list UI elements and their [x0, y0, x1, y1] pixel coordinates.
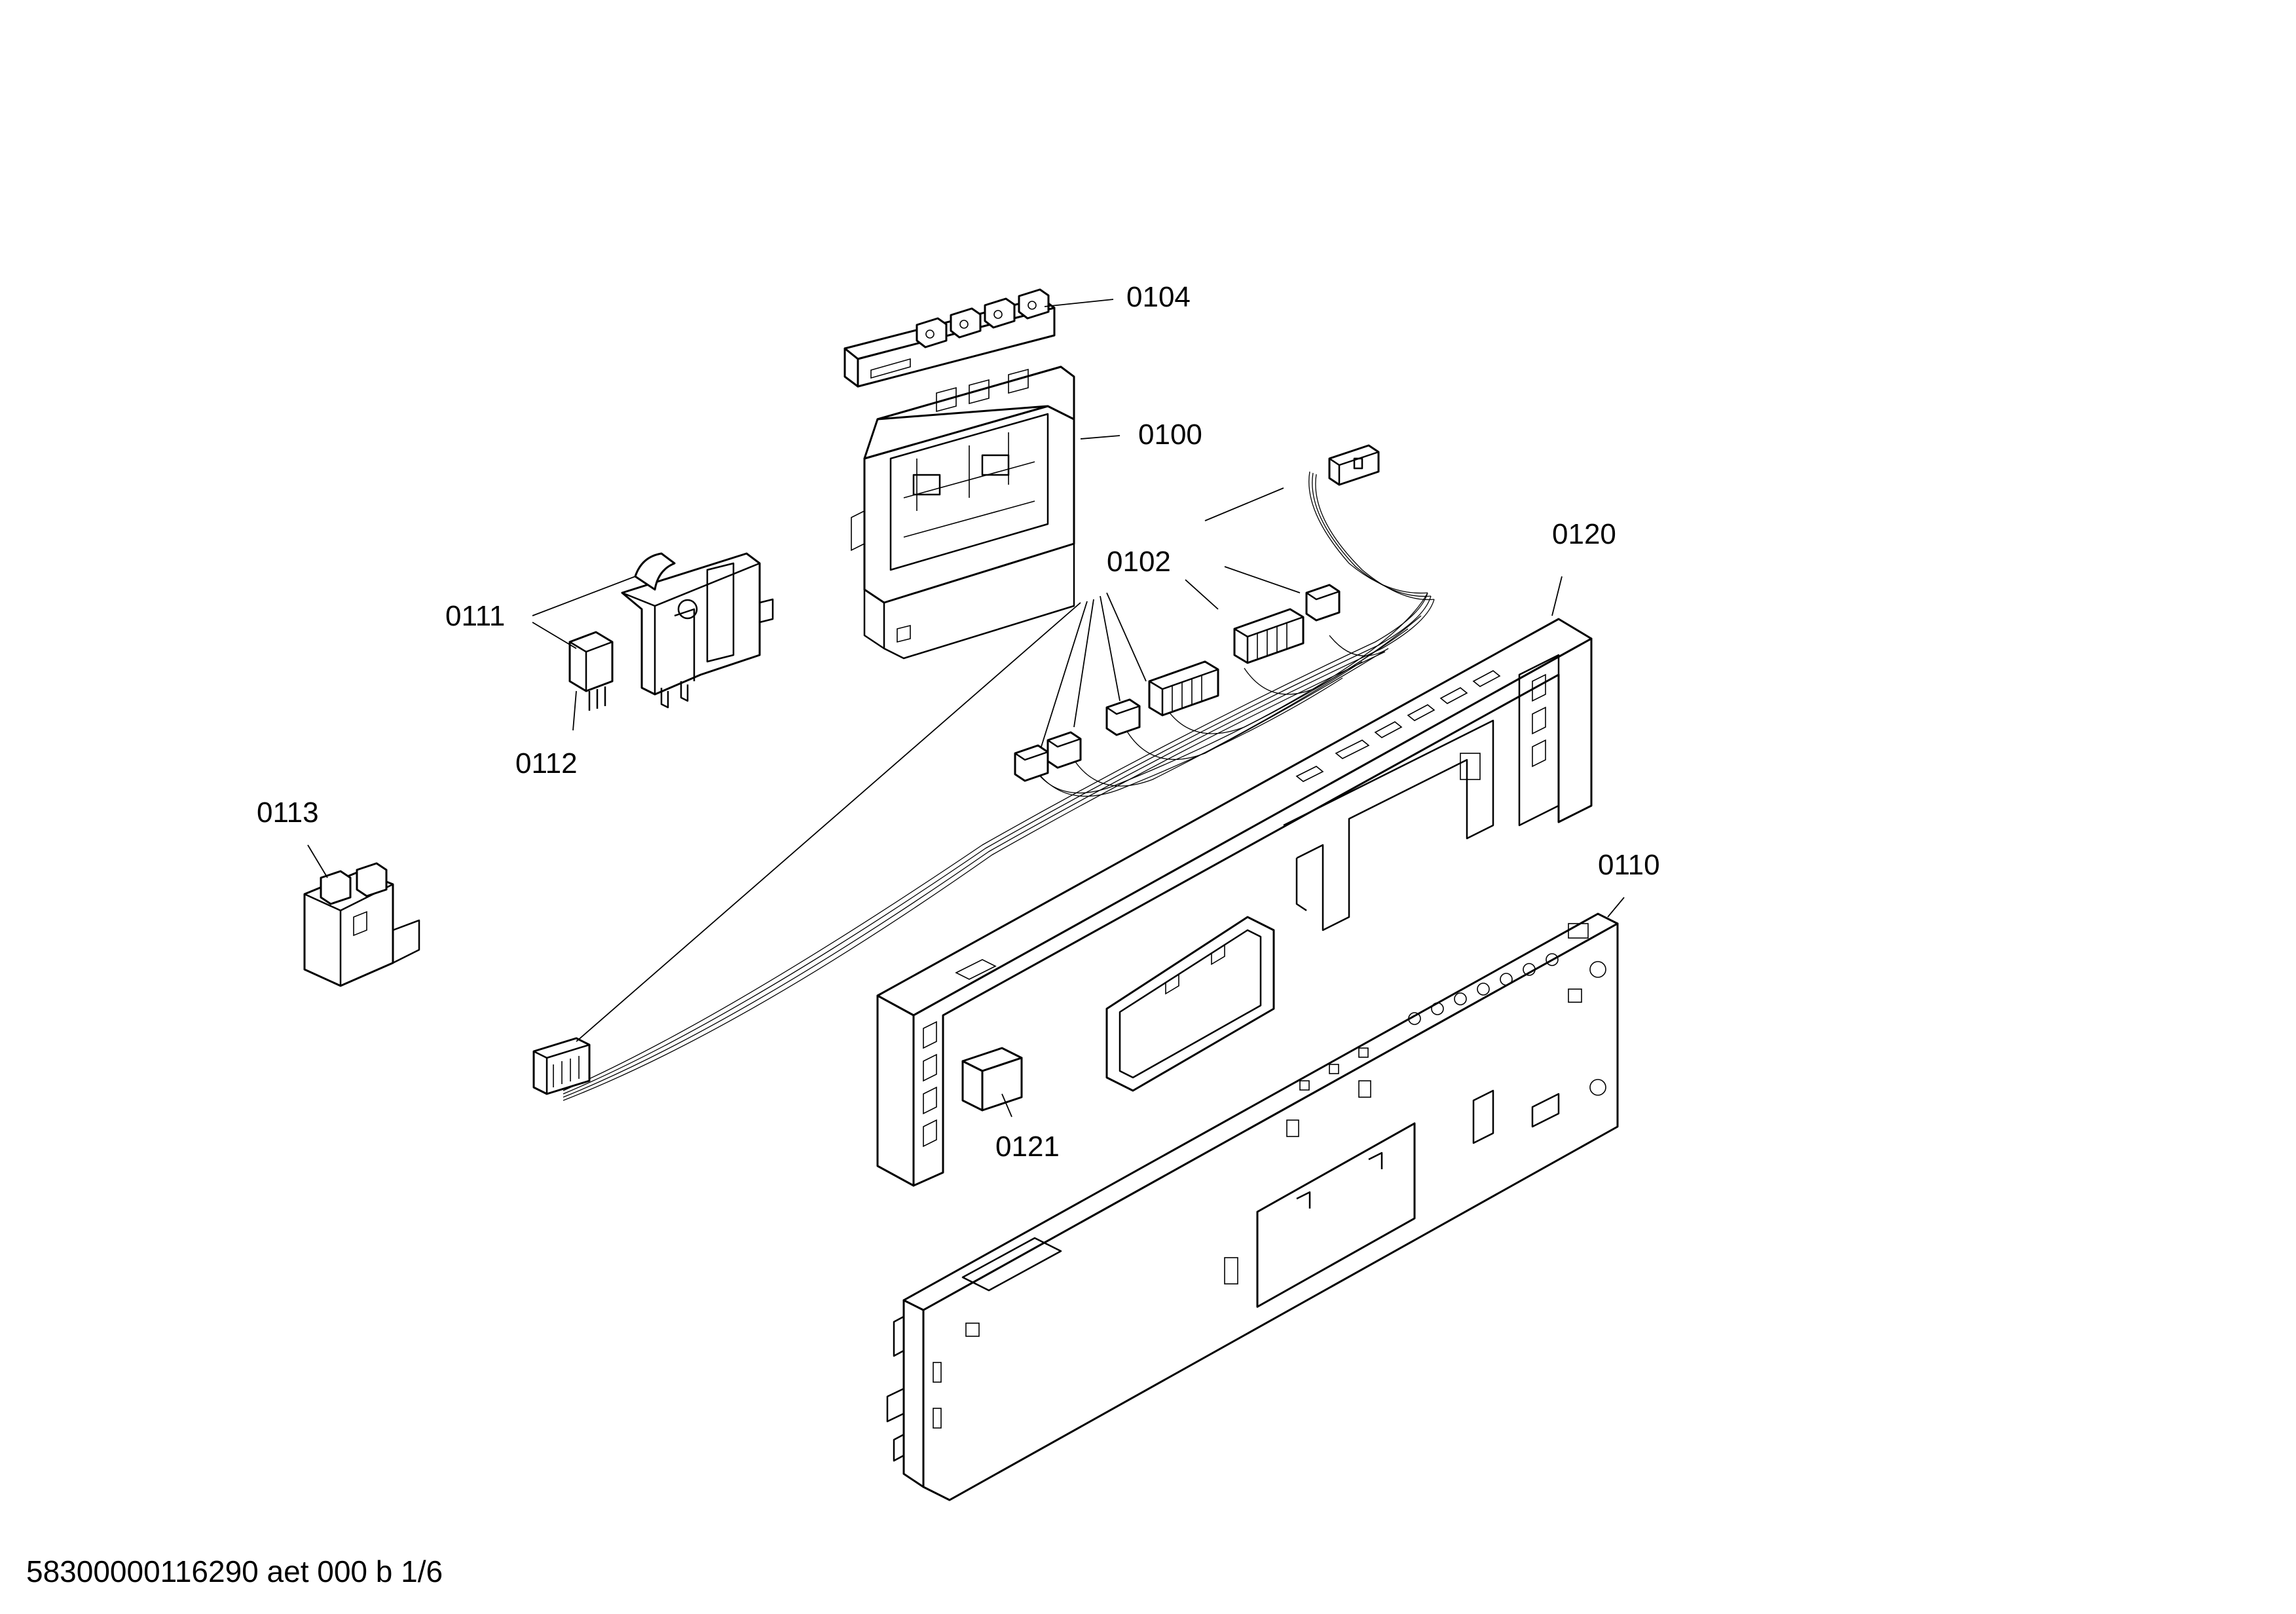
part-0110-front-panel — [886, 912, 1619, 1501]
part-labels: 0104 0100 0102 0120 0111 0112 0113 0110 … — [257, 281, 1660, 1163]
part-0100-control-module — [851, 366, 1075, 660]
drawing-reference-footer: 58300000116290 aet 000 b 1/6 — [26, 1554, 443, 1588]
label-0102: 0102 — [1107, 546, 1171, 578]
part-0120-panel-frame — [876, 618, 1593, 1187]
part-0112-suppressor — [568, 631, 614, 711]
label-0111: 0111 — [445, 600, 505, 632]
label-0112: 0112 — [515, 747, 578, 779]
label-0113: 0113 — [257, 797, 319, 829]
label-0121: 0121 — [995, 1131, 1060, 1163]
label-0100: 0100 — [1138, 419, 1202, 451]
part-0113-relay — [303, 862, 420, 987]
label-0104: 0104 — [1126, 281, 1191, 313]
label-0110: 0110 — [1598, 849, 1660, 881]
part-0104-button-strip — [843, 288, 1056, 388]
part-0121-cube — [961, 1047, 1023, 1112]
label-0120: 0120 — [1552, 518, 1616, 550]
part-0102-wiring-harness — [532, 444, 1435, 1101]
part-0111-door-switch — [621, 552, 774, 709]
leader-lines — [307, 299, 1625, 1117]
